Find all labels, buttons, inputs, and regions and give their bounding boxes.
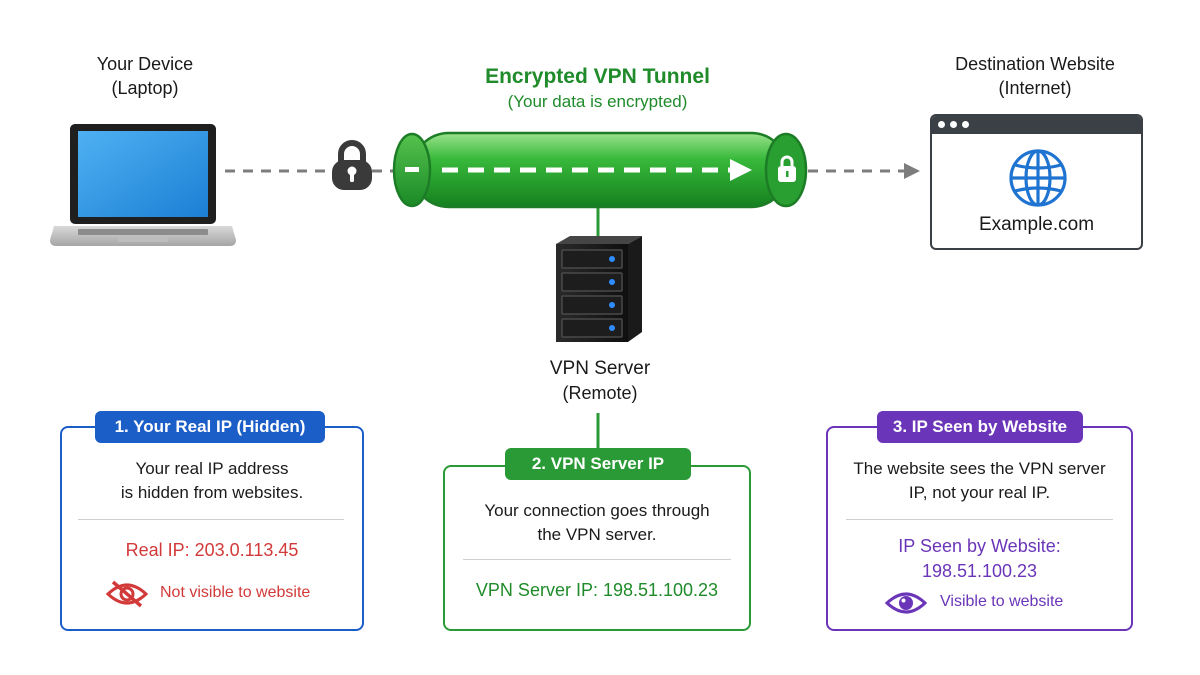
eye-icon	[884, 592, 928, 614]
real-ip-badge: 1. Your Real IP (Hidden)	[95, 411, 325, 443]
server-ip-card	[443, 465, 751, 631]
server-ip-divider	[463, 559, 731, 560]
website-arrowhead	[904, 163, 920, 179]
tunnel-title: Encrypted VPN Tunnel	[485, 65, 710, 88]
website-name: Example.com	[978, 214, 1095, 235]
server-ip-line1: Your connection goes through	[484, 501, 710, 520]
tunnel-subtitle: (Your data is encrypted)	[507, 92, 688, 111]
seen-ip-divider	[846, 519, 1113, 520]
window-dot	[938, 121, 945, 128]
server-ip-badge: 2. VPN Server IP	[505, 448, 691, 480]
eye-slash-icon	[105, 580, 149, 608]
real-ip-visibility: Not visible to website	[105, 578, 335, 610]
real-ip-card	[60, 426, 364, 631]
destination-title: Destination Website (Internet)	[905, 52, 1165, 100]
server-ip-value: VPN Server IP: 198.51.100.23	[475, 580, 719, 600]
seen-ip-line2: IP, not your real IP.	[908, 483, 1051, 502]
padlock-icon	[332, 140, 372, 190]
server-ip-description: Your connection goes through the VPN ser…	[445, 499, 749, 547]
real-ip-visibility-text: Not visible to website	[160, 584, 311, 601]
seen-ip-visibility: Visible to website	[884, 587, 1114, 619]
laptop-icon	[50, 124, 236, 246]
real-ip-divider	[78, 519, 344, 520]
seen-ip-value: 198.51.100.23	[921, 561, 1038, 581]
seen-ip-visibility-text: Visible to website	[940, 593, 1064, 610]
real-ip-line1: Your real IP address	[135, 459, 289, 478]
destination-title-text: Destination Website	[955, 54, 1115, 74]
device-subtitle-text: (Laptop)	[111, 78, 179, 98]
browser-titlebar	[932, 116, 1141, 134]
destination-subtitle-text: (Internet)	[998, 78, 1072, 98]
seen-ip-line1: The website sees the VPN server	[853, 459, 1106, 478]
seen-ip-label: IP Seen by Website:	[898, 536, 1061, 556]
seen-ip-description: The website sees the VPN server IP, not …	[828, 457, 1131, 505]
real-ip-line2: is hidden from websites.	[120, 483, 304, 502]
server-subtitle-text: (Remote)	[562, 383, 638, 403]
padlock-icon	[778, 155, 796, 182]
window-dot	[950, 121, 957, 128]
seen-ip-badge: 3. IP Seen by Website	[877, 411, 1083, 443]
globe-icon	[1009, 149, 1067, 207]
server-title: VPN Server (Remote)	[480, 356, 720, 406]
device-title: Your Device (Laptop)	[40, 52, 250, 100]
real-ip-description: Your real IP address is hidden from webs…	[62, 457, 362, 505]
device-title-text: Your Device	[96, 54, 194, 74]
seen-ip-value-block: IP Seen by Website: 198.51.100.23	[828, 534, 1131, 584]
window-dot	[962, 121, 969, 128]
website-window: Example.com	[930, 114, 1143, 250]
server-title-text: VPN Server	[549, 358, 651, 379]
real-ip-value: Real IP: 203.0.113.45	[125, 540, 299, 560]
tunnel-left-dash	[405, 167, 419, 172]
server-icon	[556, 236, 642, 342]
server-ip-line2: the VPN server.	[537, 525, 657, 544]
vpn-tunnel	[392, 131, 808, 209]
